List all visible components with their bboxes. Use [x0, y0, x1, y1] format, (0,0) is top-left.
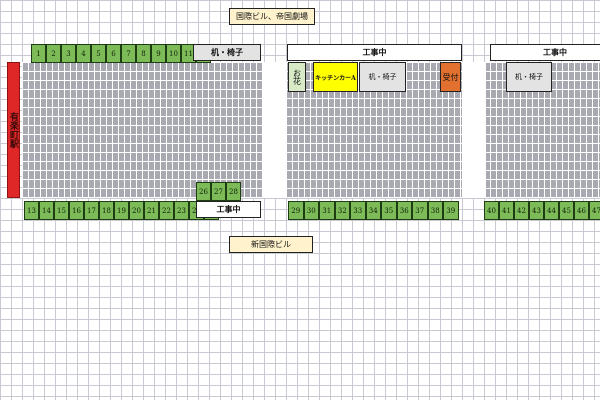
reception-label: 受付	[440, 62, 461, 92]
booth-47: 47	[589, 201, 600, 220]
booth-22: 22	[159, 201, 174, 220]
booth-5: 5	[91, 44, 106, 63]
booth-38: 38	[427, 201, 443, 220]
booth-19: 19	[114, 201, 129, 220]
booth-32: 32	[334, 201, 350, 220]
flowers-label: お花	[288, 62, 306, 92]
desk-chair-label-3: 机・椅子	[506, 62, 552, 92]
booth-31: 31	[319, 201, 335, 220]
booth-17: 17	[84, 201, 99, 220]
booth-10: 10	[166, 44, 181, 63]
aisle-left	[262, 62, 286, 198]
booth-2: 2	[46, 44, 61, 63]
kitchen-car-label: キッチンカーA	[313, 62, 358, 92]
construction-label-2: 工事中	[490, 44, 600, 61]
booth-42: 42	[514, 201, 529, 220]
construction-label-3: 工事中	[196, 201, 261, 218]
booth-6: 6	[106, 44, 121, 63]
desk-chair-label-2: 机・椅子	[359, 62, 406, 92]
booth-14: 14	[39, 201, 54, 220]
booth-37: 37	[412, 201, 428, 220]
booth-30: 30	[303, 201, 319, 220]
booth-44: 44	[544, 201, 559, 220]
booth-46: 46	[574, 201, 589, 220]
booth-15: 15	[54, 201, 69, 220]
booth-20: 20	[129, 201, 144, 220]
booth-13: 13	[24, 201, 39, 220]
booth-21: 21	[144, 201, 159, 220]
booth-45: 45	[559, 201, 574, 220]
booth-40: 40	[484, 201, 499, 220]
booth-41: 41	[499, 201, 514, 220]
booth-18: 18	[99, 201, 114, 220]
station-label: 有楽町駅	[8, 112, 18, 148]
booth-34: 34	[365, 201, 381, 220]
booth-35: 35	[381, 201, 397, 220]
booth-11: 11	[181, 44, 196, 63]
booth-43: 43	[529, 201, 544, 220]
booth-39: 39	[443, 201, 459, 220]
desk-chair-label-1: 机・椅子	[193, 44, 261, 61]
station-marker: 有楽町駅	[7, 62, 20, 198]
booth-7: 7	[121, 44, 136, 63]
booth-29: 29	[288, 201, 304, 220]
booth-9: 9	[151, 44, 166, 63]
aisle-right	[462, 62, 486, 198]
booth-3: 3	[61, 44, 76, 63]
booth-28: 28	[226, 182, 241, 201]
booth-27: 27	[211, 182, 226, 201]
booth-33: 33	[350, 201, 366, 220]
booth-1: 1	[31, 44, 46, 63]
building-label-bottom: 新国際ビル	[229, 236, 313, 253]
booth-36: 36	[396, 201, 412, 220]
construction-label-1: 工事中	[287, 44, 462, 61]
booth-4: 4	[76, 44, 91, 63]
booth-row-top: 123456789101112	[31, 44, 211, 63]
booth-26: 26	[196, 182, 211, 201]
street-area	[22, 62, 600, 198]
booth-row-bottom-left: 13141516171819202122232425	[24, 201, 219, 220]
building-label-top: 国際ビル、帝国劇場	[229, 8, 315, 25]
booth-8: 8	[136, 44, 151, 63]
booth-23: 23	[174, 201, 189, 220]
booth-16: 16	[69, 201, 84, 220]
